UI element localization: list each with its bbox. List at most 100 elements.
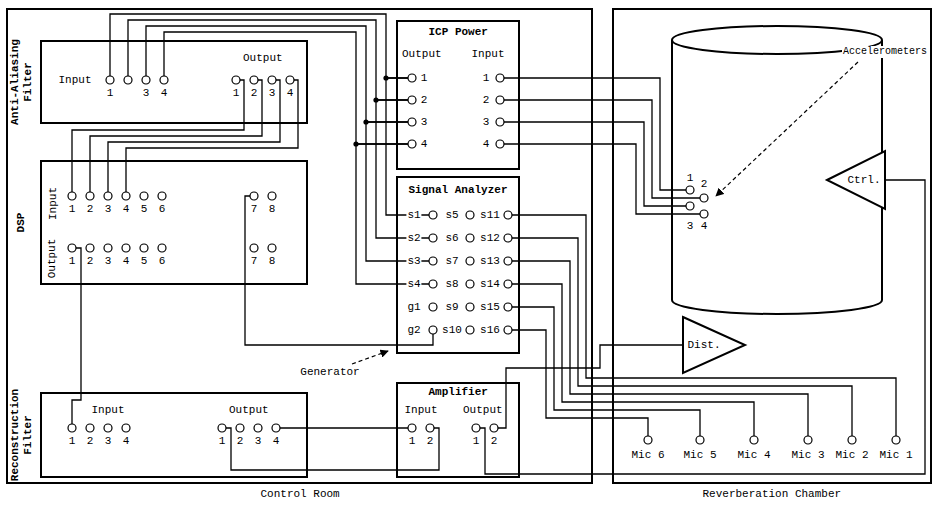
pin-label: s3 — [406, 255, 421, 267]
signal-wire — [126, 80, 298, 196]
pin-label: s15 — [479, 301, 501, 313]
annotation-label: Accelerometers — [842, 46, 928, 58]
device-title: DSP — [15, 212, 28, 232]
pin-jack — [286, 76, 294, 84]
pin-label: 3 — [104, 203, 113, 215]
pin-jack — [104, 192, 112, 200]
pin-group — [68, 74, 900, 444]
pin-label: s4 — [406, 278, 421, 290]
pin-label: g2 — [406, 324, 421, 336]
port-group-heading: Input — [47, 186, 60, 219]
device-title: Dist. — [688, 339, 721, 352]
pin-label: 4 — [122, 435, 131, 447]
port-group-heading: Input — [472, 48, 505, 61]
device-box: AmplifierInputOutput — [396, 382, 520, 478]
device-title: Signal Analyzer — [409, 184, 508, 197]
pin-jack — [804, 436, 812, 444]
pin-label: 2 — [236, 435, 245, 447]
pin-jack — [140, 192, 148, 200]
pin-jack — [466, 303, 474, 311]
leader-arrow — [352, 351, 388, 364]
pin-label: s7 — [444, 255, 459, 267]
port-group-heading: Output — [463, 404, 503, 417]
pin-label: 1 — [68, 203, 77, 215]
pin-jack — [700, 210, 708, 218]
annotation-label: Generator — [299, 366, 360, 378]
pin-label: 8 — [268, 203, 277, 215]
signal-wire — [72, 248, 81, 428]
junction-dot — [373, 97, 378, 102]
room-outline: Ctrl.Dist.Reverberation Chamber — [612, 8, 932, 484]
pin-label: 2 — [86, 255, 95, 267]
signal-wire — [356, 144, 433, 284]
pin-label: 5 — [140, 203, 149, 215]
signal-wire — [90, 80, 262, 196]
pin-label: s14 — [479, 278, 501, 290]
pin-label: 4 — [286, 87, 295, 99]
pin-jack — [236, 424, 244, 432]
port-group-heading: Output — [46, 238, 59, 278]
pin-jack — [122, 244, 130, 252]
device-title: Reconstruction Filter — [9, 388, 35, 482]
pin-jack — [122, 192, 130, 200]
pin-jack — [142, 76, 150, 84]
pin-jack — [496, 74, 504, 82]
pin-label: 7 — [250, 255, 259, 267]
sensor-wire — [508, 238, 852, 440]
pin-jack — [218, 424, 226, 432]
pin-label: 4 — [420, 138, 429, 150]
signal-wire — [164, 32, 412, 144]
pin-jack — [426, 424, 434, 432]
port-group-heading: Input — [92, 404, 125, 417]
pin-jack — [472, 424, 480, 432]
pin-jack — [268, 192, 276, 200]
pin-label: 4 — [122, 203, 131, 215]
pin-jack — [250, 76, 258, 84]
device-box: Anti-Aliasing FilterInputOutput — [40, 40, 308, 124]
pin-jack — [408, 74, 416, 82]
pin-jack — [272, 424, 280, 432]
pin-jack — [158, 192, 166, 200]
pin-label: 3 — [142, 87, 151, 99]
device-title: Anti-Aliasing Filter — [9, 35, 35, 129]
device-title: Ctrl. — [848, 174, 881, 187]
pin-label: 3 — [104, 255, 113, 267]
pin-label: 4 — [122, 255, 131, 267]
pin-jack — [86, 244, 94, 252]
pin-label: s12 — [479, 232, 501, 244]
pin-label: 8 — [268, 255, 277, 267]
sensor-wire — [508, 215, 896, 440]
pin-label: 2 — [490, 435, 499, 447]
cylinder-body — [672, 40, 882, 314]
pin-jack — [268, 76, 276, 84]
pin-label: 6 — [158, 255, 167, 267]
pin-label: 2 — [250, 87, 259, 99]
signal-wire — [222, 428, 439, 470]
pin-label: 2 — [482, 94, 491, 106]
pin-jack — [160, 76, 168, 84]
device-triangle: Dist. — [682, 316, 746, 374]
sensor-wire — [508, 330, 648, 440]
pin-jack — [408, 140, 416, 148]
pin-label: 1 — [106, 87, 115, 99]
pin-label: 3 — [104, 435, 113, 447]
pin-jack — [686, 202, 694, 210]
signal-wire — [276, 427, 412, 428]
annotation-label: Mic 5 — [682, 449, 717, 461]
pin-jack — [250, 192, 258, 200]
pin-jack — [68, 244, 76, 252]
port-group-heading: Output — [402, 48, 442, 61]
pin-label: 2 — [86, 203, 95, 215]
pin-jack — [104, 244, 112, 252]
pin-jack — [429, 303, 437, 311]
pin-label: s5 — [444, 209, 459, 221]
pin-jack — [504, 211, 512, 219]
device-title: ICP Power — [429, 26, 488, 39]
pin-jack — [466, 211, 474, 219]
pin-jack — [496, 118, 504, 126]
pin-label: s6 — [444, 232, 459, 244]
pin-label: 2 — [426, 435, 435, 447]
pin-jack — [504, 234, 512, 242]
pin-label: 5 — [140, 255, 149, 267]
pin-jack — [496, 140, 504, 148]
